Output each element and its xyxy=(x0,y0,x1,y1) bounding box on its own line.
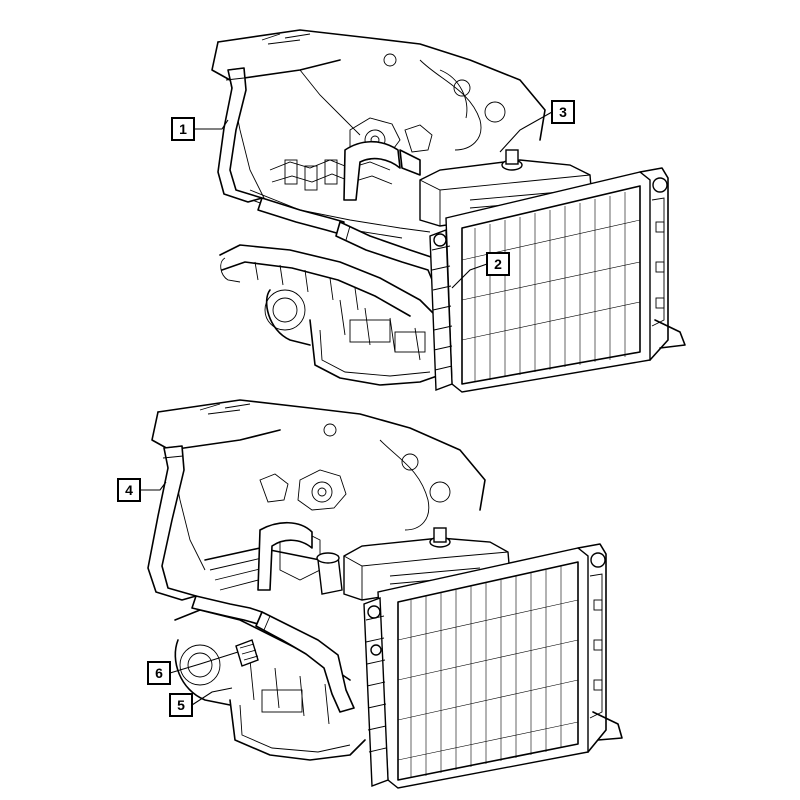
callout-box xyxy=(117,478,141,502)
hose-clamp xyxy=(235,639,259,667)
callout-number: 1 xyxy=(179,121,187,137)
callout-number: 3 xyxy=(559,104,567,120)
callout-4: 4 xyxy=(117,478,167,502)
callout-3: 3 xyxy=(499,100,575,153)
callout-number: 5 xyxy=(177,697,185,713)
bypass-hose-lower-view xyxy=(257,521,313,591)
callout-box xyxy=(171,117,195,141)
lower-view xyxy=(147,399,623,789)
radiator-upper xyxy=(429,167,686,393)
callout-box xyxy=(486,252,510,276)
callout-2: 2 xyxy=(451,252,510,289)
lower-radiator-hose-lower-view xyxy=(255,611,355,713)
upper-view xyxy=(211,29,686,393)
callout-box xyxy=(551,100,575,124)
upper-bypass-hose xyxy=(343,140,421,201)
callout-number: 6 xyxy=(155,665,163,681)
radiator-lower xyxy=(363,543,623,789)
upper-radiator-hose-lower-view xyxy=(147,445,263,625)
upper-radiator-hose xyxy=(217,67,345,235)
callout-number: 2 xyxy=(494,256,502,272)
callout-6: 6 xyxy=(147,651,239,685)
callout-1: 1 xyxy=(171,117,229,141)
callout-box xyxy=(147,661,171,685)
callout-number: 4 xyxy=(125,482,133,498)
callout-5: 5 xyxy=(169,687,233,717)
callout-box xyxy=(169,693,193,717)
